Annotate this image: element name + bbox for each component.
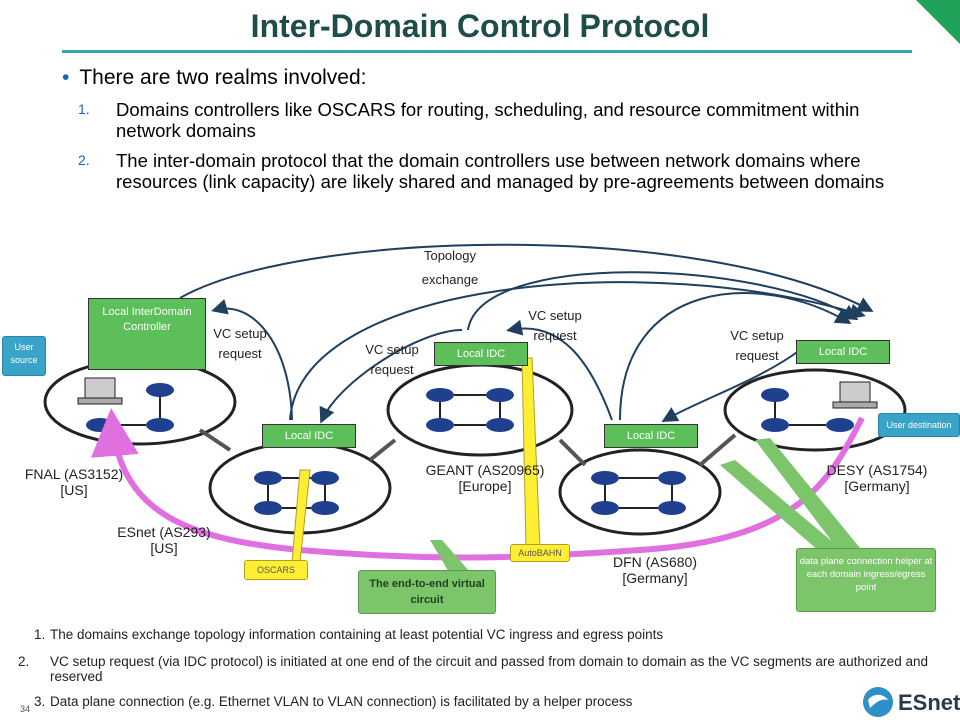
list-item: 2. The inter-domain protocol that the do…	[78, 150, 908, 192]
page-title: Inter-Domain Control Protocol	[250, 8, 710, 44]
vc-setup-label-1: VC setup request	[200, 324, 280, 364]
domain-label-dfn: DFN (AS680)[Germany]	[600, 554, 710, 586]
bullet-text: There are two realms involved:	[79, 66, 367, 89]
cloud-fnal	[43, 358, 237, 446]
user-destination-host-icon	[832, 381, 878, 409]
helper-pointer	[755, 438, 860, 552]
domain-name: ESnet (AS293)	[117, 524, 211, 540]
helper-pointer	[720, 460, 840, 552]
item-number: 1.	[78, 101, 90, 117]
topology-exchange-label: Topology exchange	[400, 246, 500, 290]
corner-accent	[916, 0, 960, 44]
vc-setup-label-3: VC setup request	[515, 306, 595, 346]
footnote-text: Data plane connection (e.g. Ethernet VLA…	[50, 694, 633, 709]
domain-label-desy: DESY (AS1754)[Germany]	[812, 462, 942, 494]
domain-name: DFN (AS680)	[612, 554, 698, 570]
local-idc-desy: Local IDC	[796, 340, 890, 364]
domain-region: [US]	[150, 540, 178, 556]
title-rule	[62, 50, 912, 53]
request-text: request	[533, 328, 577, 343]
domain-label-esnet: ESnet (AS293)[US]	[104, 524, 224, 556]
vc-setup-label-4: VC setup request	[717, 326, 797, 366]
virtual-circuit-path	[90, 408, 865, 561]
domain-region: [Germany]	[622, 570, 688, 586]
request-text: request	[735, 348, 779, 363]
topology-arrows	[179, 243, 874, 424]
user-source-label: User source	[2, 336, 46, 376]
item-text: The inter-domain protocol that the domai…	[116, 150, 885, 192]
e2e-circuit-label: The end-to-end virtual circuit	[358, 570, 496, 614]
vc-setup-text: VC setup	[213, 326, 267, 341]
local-idc-esnet: Local IDC	[262, 424, 356, 448]
logo-text: ESnet	[898, 690, 960, 715]
domain-name: DESY (AS1754)	[826, 462, 928, 478]
footnote: 1. The domains exchange topology informat…	[34, 627, 894, 642]
local-idc-dfn: Local IDC	[604, 424, 698, 448]
cloud-desy	[723, 368, 907, 452]
item-number: 2.	[78, 152, 90, 168]
footnote: 2. VC setup request (via IDC protocol) is…	[18, 654, 930, 684]
local-interdomain-controller: Local InterDomain Controller	[88, 298, 206, 370]
page-number: 34	[20, 704, 31, 714]
topology-line-1: Topology	[423, 248, 477, 263]
vc-setup-text: VC setup	[730, 328, 784, 343]
vc-setup-text: VC setup	[365, 342, 419, 357]
domain-name: FNAL (AS3152)	[24, 466, 124, 482]
oscars-label: OSCARS	[244, 560, 308, 580]
vc-setup-text: VC setup	[528, 308, 582, 323]
topology-line-2: exchange	[421, 272, 479, 287]
user-destination-label: User destination	[878, 413, 960, 437]
domain-name: GEANT (AS20965)	[425, 462, 545, 478]
circuit-callout-pointer	[430, 540, 470, 574]
footnote-text: The domains exchange topology informatio…	[50, 627, 664, 642]
vc-setup-label-2: VC setup request	[352, 340, 432, 380]
user-source-host-icon	[77, 377, 123, 405]
footnote: 3. Data plane connection (e.g. Ethernet V…	[34, 694, 894, 709]
domain-region: [Europe]	[458, 478, 512, 494]
item-text: Domains controllers like OSCARS for rout…	[116, 99, 860, 141]
list-item: 1. Domains controllers like OSCARS for r…	[78, 99, 908, 141]
domain-label-geant: GEANT (AS20965)[Europe]	[420, 462, 550, 494]
domain-region: [Germany]	[844, 478, 910, 494]
request-text: request	[370, 362, 414, 377]
domain-label-fnal: FNAL (AS3152)[US]	[14, 466, 134, 498]
footnote-text: VC setup request (via IDC protocol) is i…	[50, 654, 928, 684]
footnote-number: 1.	[34, 627, 46, 642]
autobahn-label: AutoBAHN	[510, 544, 570, 562]
footnote-number: 2.	[18, 654, 30, 669]
bullet-intro: •There are two realms involved:	[62, 66, 367, 89]
local-idc-geant: Local IDC	[434, 342, 528, 366]
helper-label: data plane connection helper at each dom…	[796, 548, 936, 612]
footnote-number: 3.	[34, 694, 46, 709]
request-text: request	[218, 346, 262, 361]
esnet-logo-icon	[863, 687, 893, 717]
inter-domain-links	[198, 428, 737, 467]
domain-region: [US]	[60, 482, 88, 498]
